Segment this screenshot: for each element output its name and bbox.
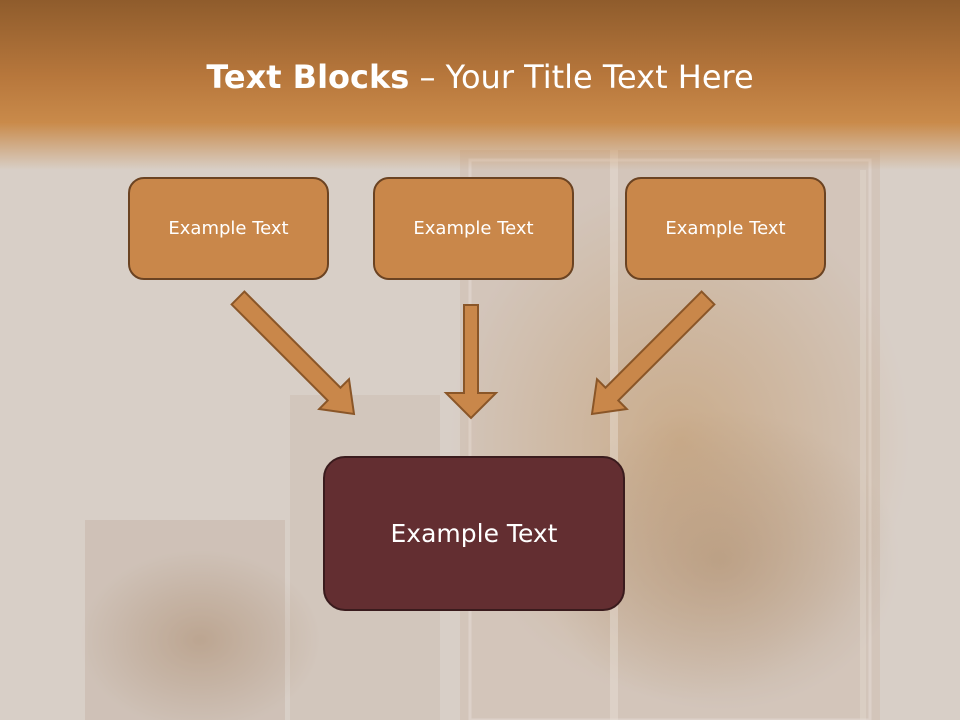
title-bold-text: Text Blocks (206, 58, 410, 96)
text-block-center[interactable]: Example Text (373, 177, 574, 280)
arrow-left (230, 290, 356, 416)
text-block-left[interactable]: Example Text (128, 177, 329, 280)
title-rest-text: Your Title Text Here (445, 58, 754, 96)
text-block-right[interactable]: Example Text (625, 177, 826, 280)
title-band (0, 0, 960, 170)
text-block-bottom[interactable]: Example Text (323, 456, 625, 611)
arrow-right (590, 290, 716, 416)
slide-title: Text Blocks – Your Title Text Here (0, 52, 960, 102)
title-separator: – (409, 58, 446, 96)
arrow-center (443, 304, 499, 420)
